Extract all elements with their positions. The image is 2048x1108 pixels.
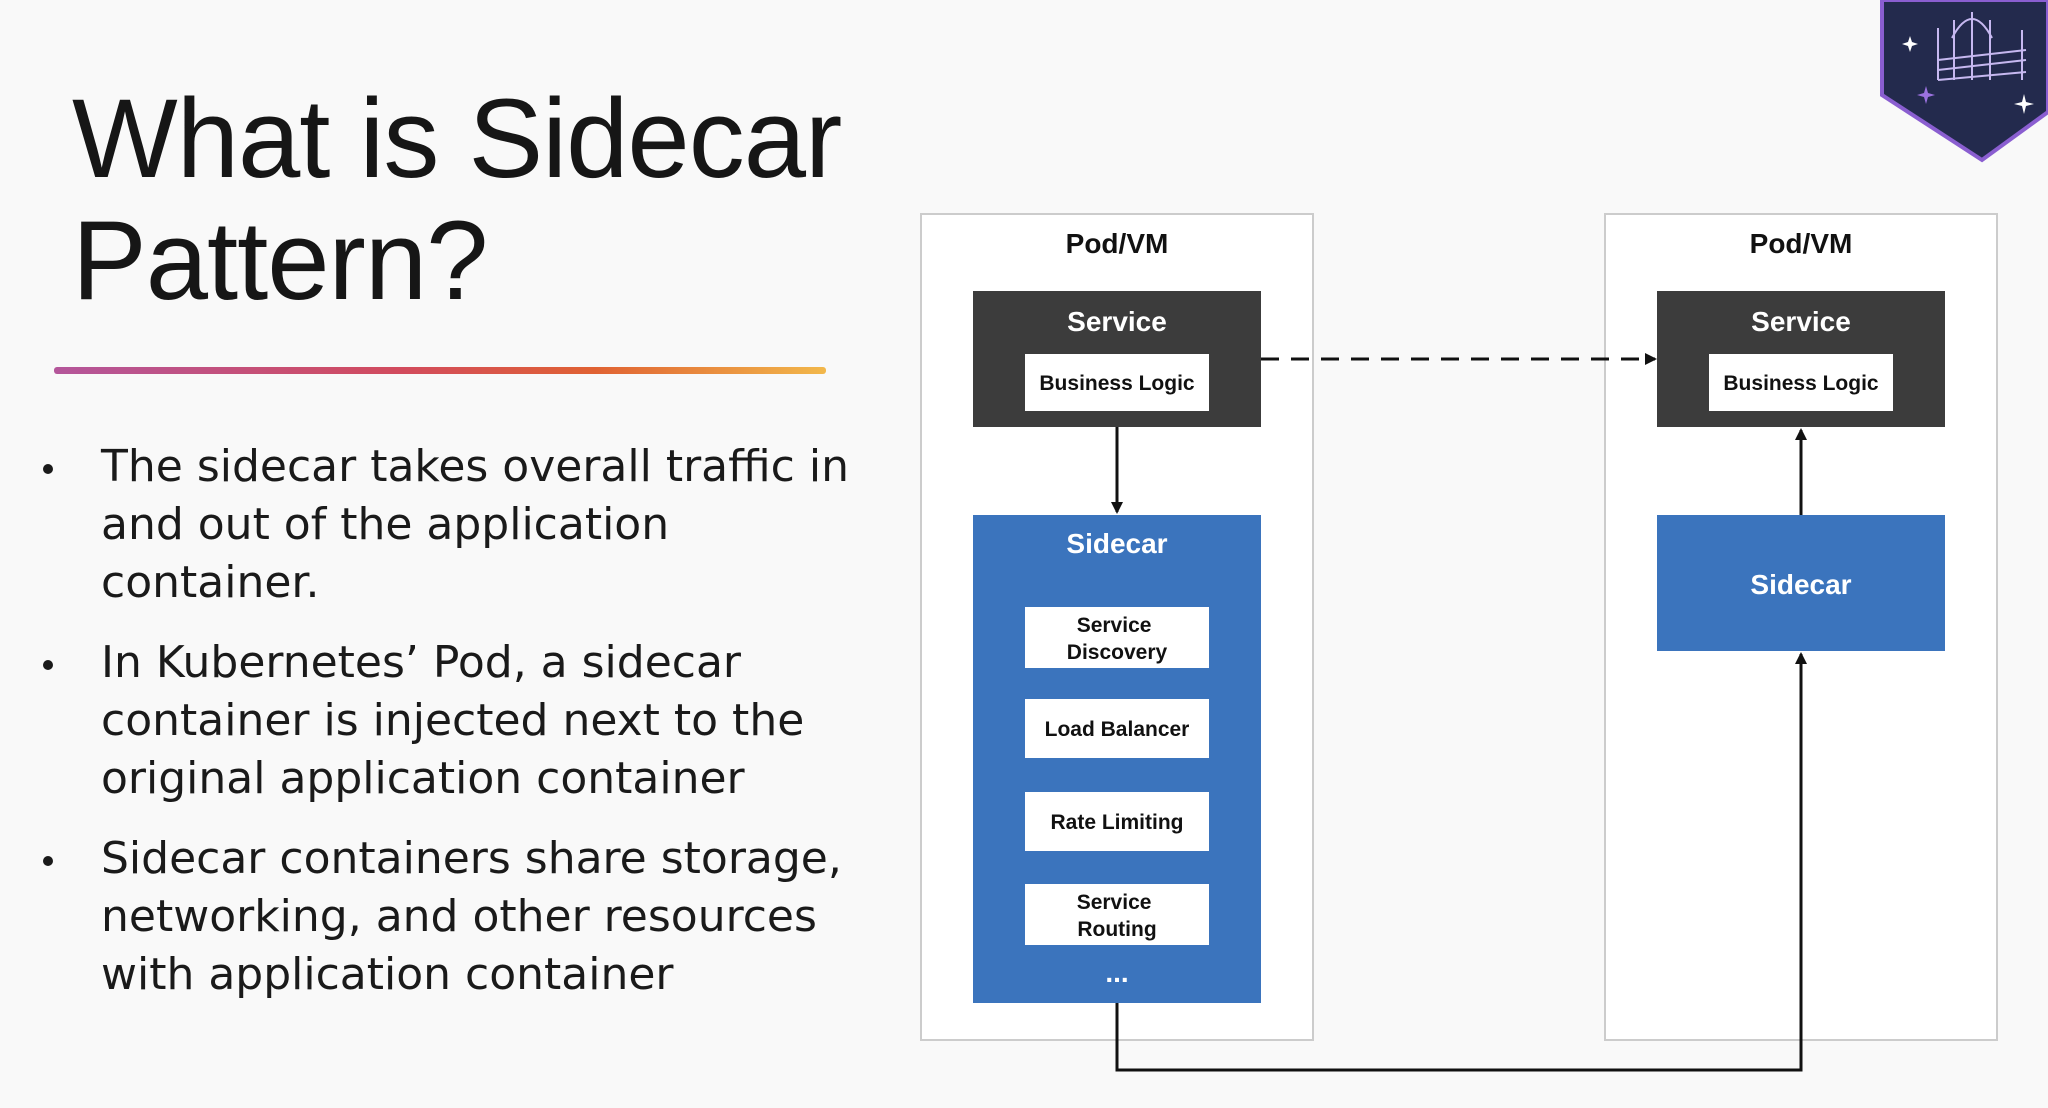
service-routing-label: Service Routing: [1077, 891, 1158, 941]
rate-limiting-box: [1025, 792, 1209, 851]
right-pod-label: Pod/VM: [1750, 228, 1853, 259]
bullet-item-3: Sidecar containers share storage, networ…: [40, 830, 860, 1004]
left-service-label: Service: [1067, 306, 1167, 337]
event-logo-icon: [1880, 0, 2048, 163]
right-business-logic-box: [1709, 354, 1893, 411]
right-sidecar-box: Sidecar: [1657, 515, 1945, 651]
bullet-item-2: In Kubernetes’ Pod, a sidecar container …: [40, 634, 860, 808]
slide-title-line-2: Pattern?: [72, 198, 488, 323]
load-balancer-box: [1025, 699, 1209, 758]
right-sidecar-label: Sidecar: [1750, 569, 1851, 600]
service-discovery-box: [1025, 607, 1209, 668]
right-business-logic-label: Business Logic: [1723, 372, 1879, 395]
slide-title: What is Sidecar Pattern?: [72, 76, 842, 323]
left-pod-label: Pod/VM: [1066, 228, 1169, 259]
load-balancer-label: Load Balancer: [1045, 718, 1190, 741]
bullet-list: The sidecar takes overall traffic in and…: [40, 438, 860, 1026]
left-business-logic-box: [1025, 354, 1209, 411]
rate-limiting-label: Rate Limiting: [1050, 811, 1183, 834]
title-underline: [54, 367, 826, 374]
bullet-item-1: The sidecar takes overall traffic in and…: [40, 438, 860, 612]
left-pod: Pod/VM Service Business Logic Sidecar Se…: [920, 213, 1314, 1041]
arrow-sidecar-to-sidecar: [1115, 652, 1807, 1072]
more-components-ellipsis: ...: [1105, 957, 1128, 988]
service-discovery-label: Service Discovery: [1067, 614, 1168, 664]
slide-title-line-1: What is Sidecar: [72, 76, 842, 201]
left-business-logic-label: Business Logic: [1039, 372, 1195, 395]
left-service-box: Service Business Logic: [973, 291, 1261, 427]
right-service-label: Service: [1751, 306, 1851, 337]
right-service-box: Service Business Logic: [1657, 291, 1945, 427]
left-sidecar-label: Sidecar: [1066, 528, 1167, 559]
left-sidecar-box: Sidecar Service Discovery Load Balancer …: [973, 515, 1261, 1003]
service-routing-box: [1025, 884, 1209, 945]
